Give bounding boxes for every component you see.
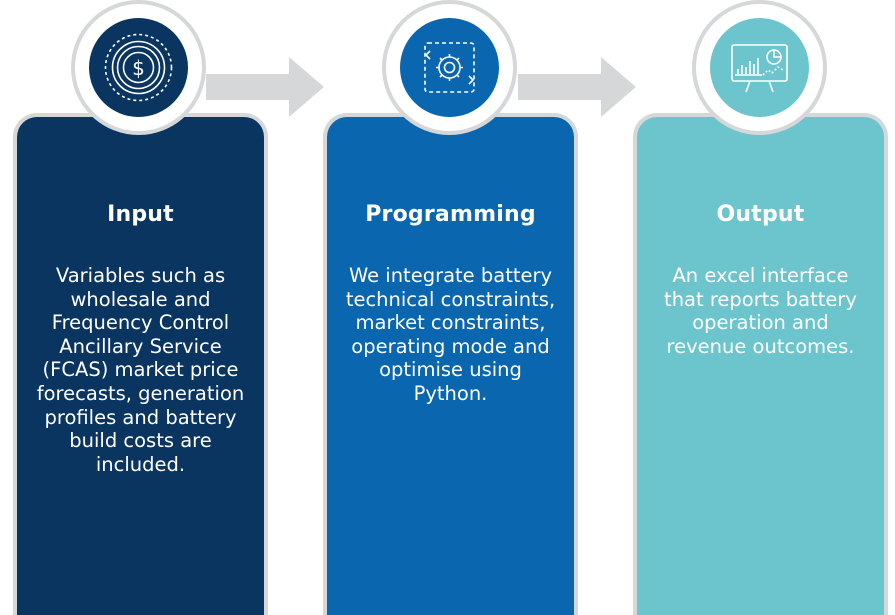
dollar-target-icon: $ xyxy=(89,18,188,117)
icon-badge xyxy=(382,0,517,135)
step-card-output: Output An excel interface that reports b… xyxy=(633,113,888,615)
step-title: Programming xyxy=(365,202,536,227)
step-description: We integrate battery technical constrain… xyxy=(345,264,556,405)
svg-text:$: $ xyxy=(132,56,145,80)
step-title: Input xyxy=(107,202,174,227)
icon-badge xyxy=(692,0,827,135)
step-card-input: Input Variables such as wholesale and Fr… xyxy=(13,113,268,615)
presentation-chart-icon xyxy=(710,18,809,117)
step-description: Variables such as wholesale and Frequenc… xyxy=(36,264,245,476)
icon-badge: $ xyxy=(71,0,206,135)
gear-cycle-icon xyxy=(400,18,499,117)
step-title: Output xyxy=(716,202,805,227)
arrow-right-icon xyxy=(206,57,324,117)
arrow-right-icon xyxy=(518,57,636,117)
step-card-programming: Programming We integrate battery technic… xyxy=(323,113,578,615)
step-description: An excel interface that reports battery … xyxy=(664,264,857,358)
